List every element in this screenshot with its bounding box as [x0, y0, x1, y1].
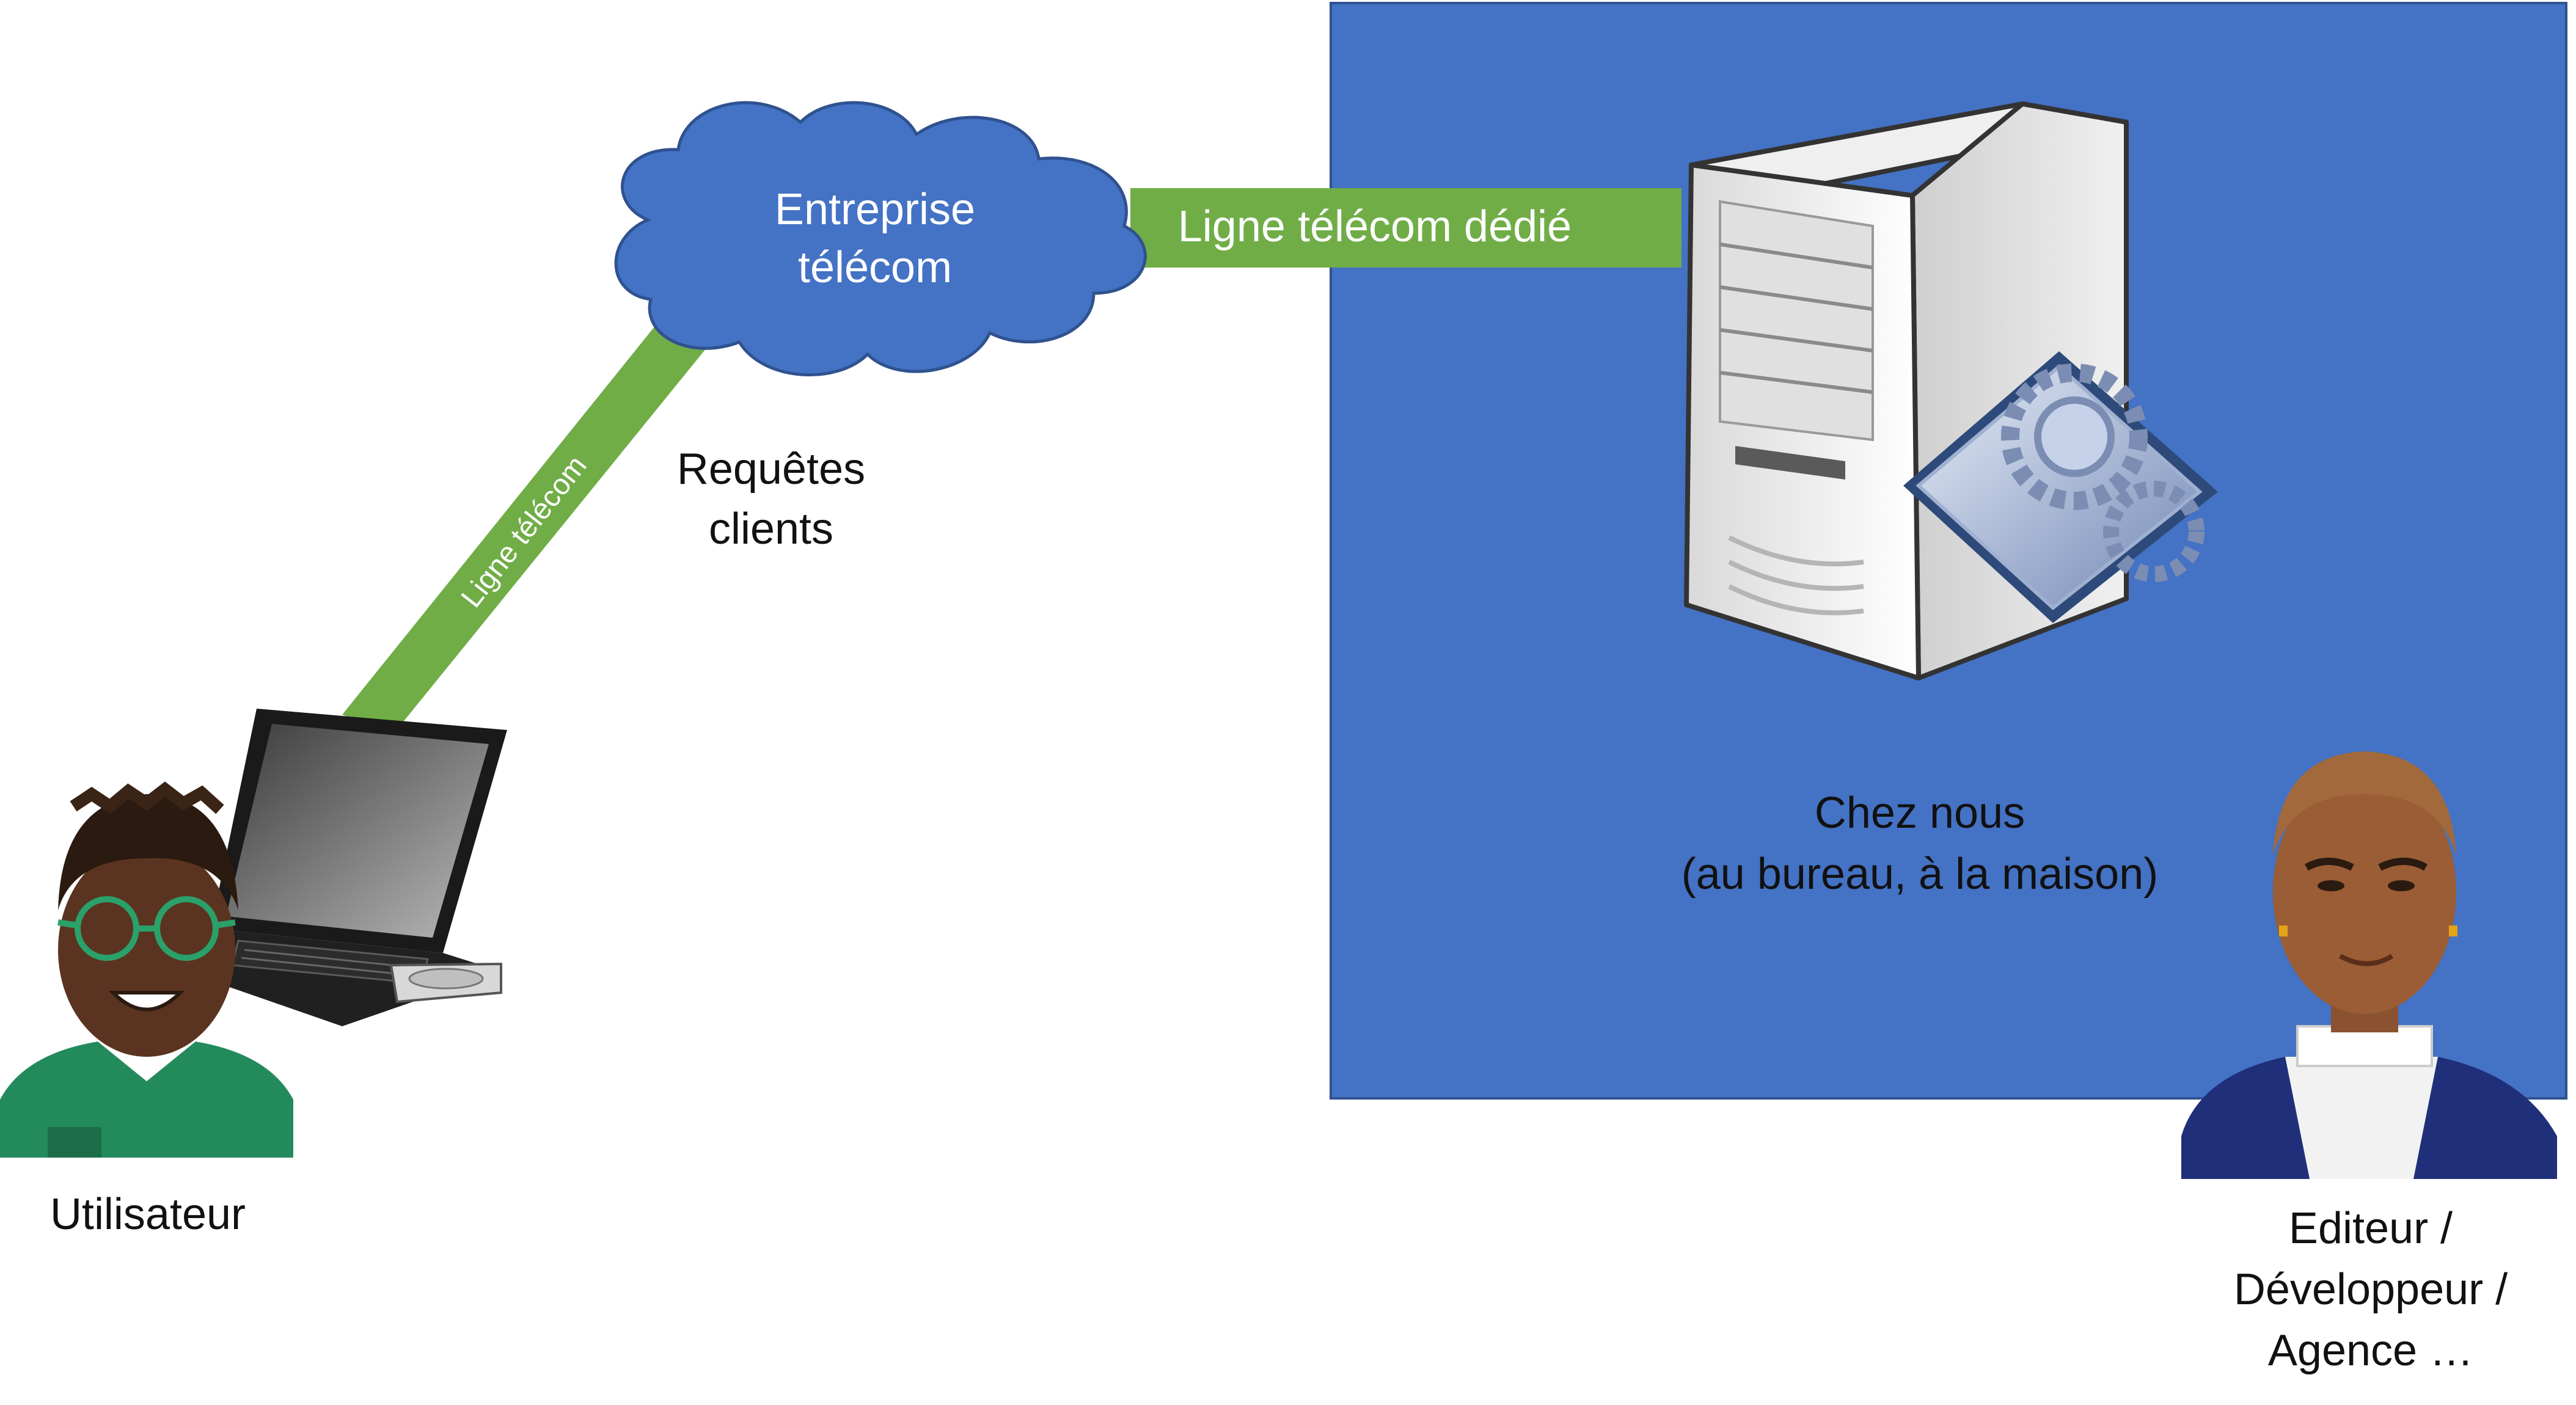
gear-badge-icon	[1903, 351, 2218, 623]
publisher-label-line2: Développeur /	[2234, 1265, 2508, 1314]
user-avatar	[0, 781, 293, 1158]
laptop-icon	[202, 709, 507, 1026]
home-label-line1: Chez nous	[1815, 789, 2025, 838]
dedicated-line: Ligne télécom dédié	[1130, 188, 1681, 268]
requests-label-line2: clients	[709, 505, 833, 553]
cloud-label-line2: télécom	[798, 243, 952, 292]
publisher-label-line1: Editeur /	[2289, 1204, 2453, 1253]
publisher-label-line3: Agence …	[2268, 1326, 2473, 1375]
dedicated-line-label: Ligne télécom dédié	[1178, 202, 1572, 251]
home-label-line2: (au bureau, à la maison)	[1681, 850, 2158, 899]
publisher-avatar	[2181, 751, 2557, 1179]
telecom-line-label: Ligne télécom	[455, 450, 593, 613]
telecom-line: Ligne télécom	[342, 324, 709, 733]
requests-label-line1: Requêtes	[677, 445, 865, 494]
cloud-icon: Entreprise télécom	[614, 101, 1147, 377]
user-label: Utilisateur	[50, 1190, 246, 1239]
cloud-label-line1: Entreprise	[775, 185, 975, 234]
